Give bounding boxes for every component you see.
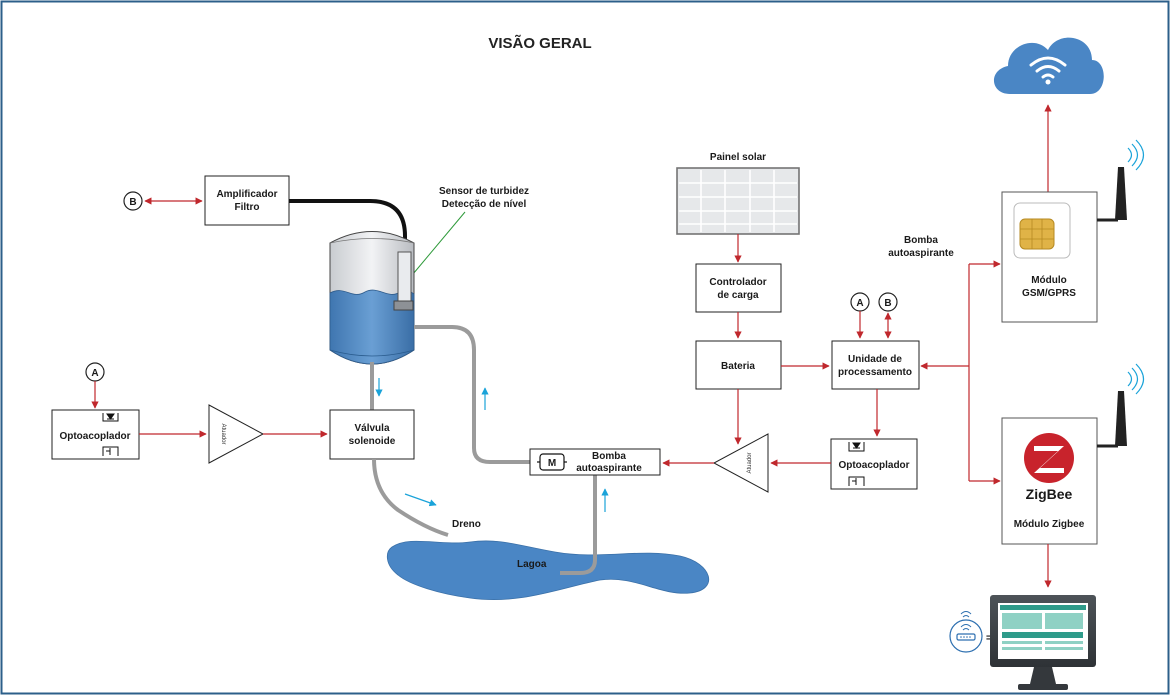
svg-text:A: A [856, 298, 863, 309]
actuator-left: Atuador [208, 404, 265, 464]
pump-box: M Bomba autoaspirante [529, 448, 661, 476]
sensor-pointer-line [407, 211, 466, 281]
connector-a-right: A [850, 292, 870, 312]
pond [386, 540, 710, 601]
svg-text:solenoide: solenoide [349, 436, 396, 447]
svg-text:B: B [884, 298, 891, 309]
processing-unit-box: Unidade de processamento [831, 340, 920, 390]
svg-text:Filtro: Filtro [235, 202, 260, 213]
router-icon [949, 611, 983, 653]
suction-pipe [560, 475, 597, 575]
connector-b-left: B [123, 191, 143, 211]
gsm-module: Módulo GSM/GPRS [1001, 191, 1098, 323]
gsm-antenna-icon [1097, 139, 1145, 222]
svg-text:Válvula: Válvula [354, 423, 389, 434]
connector-b-right: B [878, 292, 898, 312]
pump-note-1: Bomba [904, 235, 938, 246]
monitor-icon [990, 595, 1096, 690]
diagram-title: VISÃO GERAL [488, 34, 591, 52]
svg-text:Módulo Zigbee: Módulo Zigbee [1014, 519, 1085, 530]
actuator-right: Atuador [712, 433, 769, 493]
sensor-label-2: Detecção de nível [442, 199, 527, 210]
flow-arrow-drain [404, 493, 437, 507]
svg-text:Atuador: Atuador [220, 423, 226, 444]
svg-text:processamento: processamento [838, 367, 912, 378]
solenoid-valve-box: Válvula solenoide [329, 409, 415, 460]
solar-panel-label: Painel solar [710, 152, 766, 163]
zigbee-antenna-icon [1097, 363, 1145, 448]
optocoupler-right-box: Optoacoplador [830, 438, 918, 490]
svg-text:Optoacoplador: Optoacoplador [838, 460, 909, 471]
zigbee-logo-icon [1024, 433, 1074, 483]
sensor-label-1: Sensor de turbidez [439, 186, 529, 197]
svg-text:Controlador: Controlador [709, 277, 766, 288]
drain-label: Dreno [452, 519, 481, 530]
zigbee-module: ZigBee Módulo Zigbee [1001, 417, 1098, 545]
drain-pipe [372, 458, 449, 537]
svg-text:ZigBee: ZigBee [1026, 486, 1073, 502]
svg-text:Bomba: Bomba [592, 451, 626, 462]
svg-text:Bateria: Bateria [721, 361, 755, 372]
svg-text:M: M [548, 458, 556, 469]
cloud-wifi-icon [993, 37, 1104, 94]
svg-text:Atuador: Atuador [747, 452, 753, 473]
svg-text:autoaspirante: autoaspirante [576, 463, 642, 474]
optocoupler-left-box: Optoacoplador [51, 409, 140, 460]
pond-label: Lagoa [517, 559, 547, 570]
connector-a-left: A [85, 362, 105, 382]
svg-text:Optoacoplador: Optoacoplador [59, 431, 130, 442]
water-tank [329, 231, 415, 365]
svg-text:B: B [129, 197, 136, 208]
pump-note-2: autoaspirante [888, 248, 954, 259]
charge-controller-box: Controlador de carga [695, 263, 782, 313]
equals-sign: = [986, 633, 992, 644]
svg-text:Unidade de: Unidade de [848, 354, 902, 365]
turbidity-sensor [393, 251, 414, 311]
svg-text:GSM/GPRS: GSM/GPRS [1022, 288, 1076, 299]
svg-text:Amplificador: Amplificador [216, 189, 277, 200]
solar-panel [676, 167, 800, 235]
svg-text:de carga: de carga [717, 290, 759, 301]
svg-text:A: A [91, 368, 98, 379]
pipe-pump-tank [414, 325, 530, 464]
battery-box: Bateria [695, 340, 782, 390]
sensor-cable [289, 199, 407, 255]
svg-text:Módulo: Módulo [1031, 275, 1067, 286]
amplifier-filter-box: Amplificador Filtro [204, 175, 290, 226]
